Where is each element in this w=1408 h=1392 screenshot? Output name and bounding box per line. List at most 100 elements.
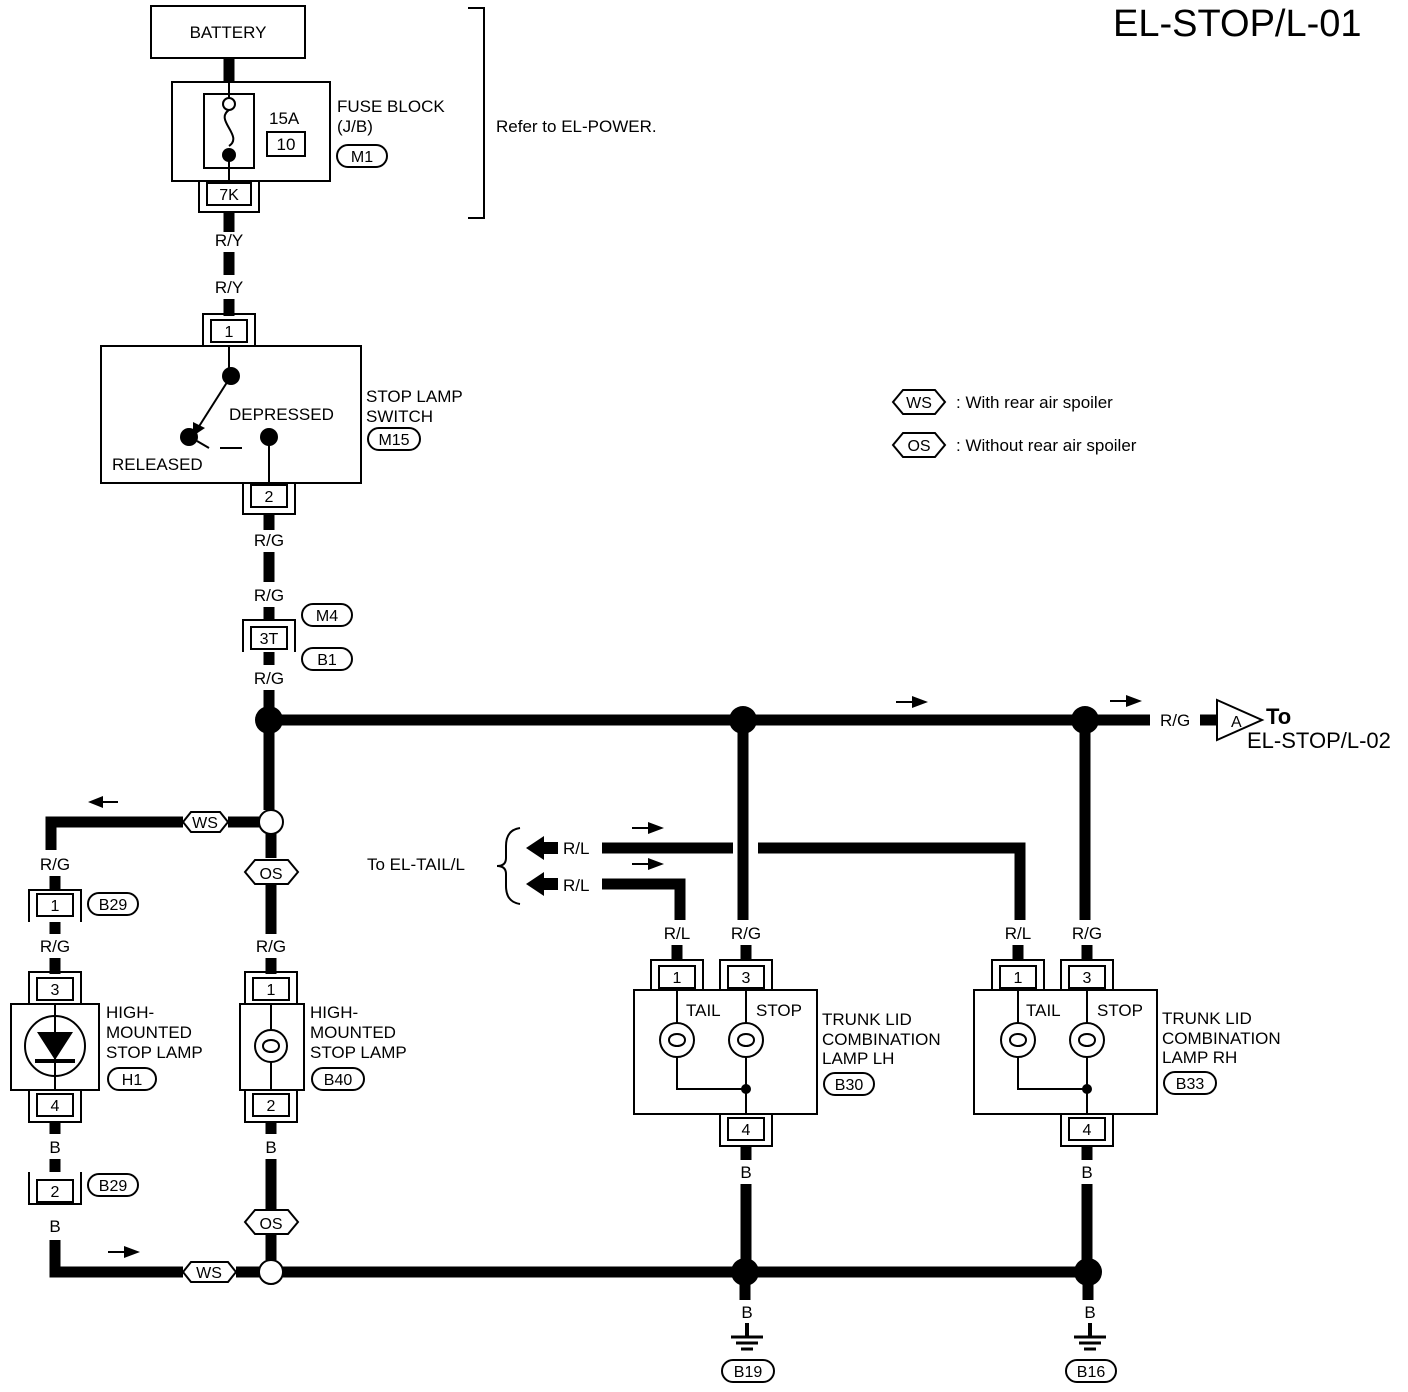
wire-label-rg-2: R/G bbox=[254, 586, 284, 605]
joint-conn-bot: B1 bbox=[317, 652, 337, 669]
b29-bot-pin: 2 bbox=[51, 1184, 60, 1201]
rh-pin-tail: 1 bbox=[1014, 970, 1023, 987]
h1-name-1: HIGH- bbox=[106, 1003, 154, 1022]
tail-bracket bbox=[496, 827, 521, 905]
stop-lamp-switch: 1 DEPRESSED RELEASED 2 STOP LAMP SWITCH … bbox=[100, 313, 463, 515]
offpage-letter: A bbox=[1231, 714, 1242, 731]
lh-stop-label: STOP bbox=[756, 1001, 802, 1020]
wire-label-rl-2: R/L bbox=[563, 876, 589, 895]
hm-stop-lamp-os: 1 2 HIGH- MOUNTED STOP LAMP B40 bbox=[239, 971, 407, 1123]
wire-label-rg-lh: R/G bbox=[731, 924, 761, 943]
legend: WS : With rear air spoiler OS : Without … bbox=[891, 389, 1137, 458]
flow-arrow-ws-top bbox=[88, 796, 118, 808]
option-node-bot bbox=[258, 1259, 284, 1285]
lh-name-1: TRUNK LID bbox=[822, 1010, 912, 1029]
h1-pin-in: 3 bbox=[51, 982, 60, 999]
rh-conn: B33 bbox=[1176, 1076, 1205, 1093]
h1-conn: H1 bbox=[122, 1072, 143, 1089]
wire-ws-top-2 bbox=[45, 816, 183, 850]
flow-arrow-ws-bot bbox=[108, 1246, 140, 1258]
b40-name-1: HIGH- bbox=[310, 1003, 358, 1022]
page-title: EL-STOP/L-01 bbox=[1113, 3, 1362, 45]
connector-b29-bot: 2 B29 bbox=[28, 1172, 139, 1205]
connector-b29-top: 1 B29 bbox=[28, 889, 139, 922]
battery: BATTERY bbox=[150, 5, 306, 59]
rh-pin-gnd: 4 bbox=[1083, 1122, 1092, 1139]
switch-pin-2: 2 bbox=[265, 489, 274, 506]
ws-badge-bot: WS bbox=[181, 1261, 238, 1283]
wire-label-b-lh: B bbox=[740, 1163, 751, 1182]
ground-lh: B19 bbox=[721, 1323, 775, 1383]
fuse-block-conn: M1 bbox=[351, 149, 373, 166]
switch-name2: SWITCH bbox=[366, 407, 433, 426]
wire-ws-b-3 bbox=[49, 1240, 183, 1278]
lh-name-2: COMBINATION bbox=[822, 1030, 941, 1049]
lh-pin-stop: 3 bbox=[742, 970, 751, 987]
wire-label-b-os: B bbox=[265, 1138, 276, 1157]
fuse-number: 10 bbox=[277, 135, 296, 154]
os-badge-bot: OS bbox=[243, 1209, 300, 1235]
lh-tail-label: TAIL bbox=[686, 1001, 721, 1020]
wire-label-rl-1: R/L bbox=[563, 839, 589, 858]
wire-label-rg-1: R/G bbox=[254, 531, 284, 550]
h1-name-3: STOP LAMP bbox=[106, 1043, 203, 1062]
refer-bracket bbox=[468, 7, 485, 219]
rh-name-1: TRUNK LID bbox=[1162, 1009, 1252, 1028]
flow-arrow-offpage bbox=[1110, 695, 1142, 707]
hm-stop-lamp-ws: 3 4 HIGH- MOUNTED STOP LAMP H1 bbox=[10, 971, 203, 1123]
b29-top-pin: 1 bbox=[51, 898, 60, 915]
os-badge-top-label: OS bbox=[259, 866, 282, 883]
b40-conn: B40 bbox=[324, 1072, 353, 1089]
joint-pin: 3T bbox=[260, 631, 279, 648]
switch-name: STOP LAMP bbox=[366, 387, 463, 406]
wire-label-ry-1: R/Y bbox=[215, 231, 243, 250]
b29-bot-conn: B29 bbox=[99, 1178, 128, 1195]
offpage-to: To bbox=[1266, 704, 1291, 729]
wire-label-gnd-lh: B bbox=[741, 1303, 752, 1322]
h1-pin-out: 4 bbox=[51, 1098, 60, 1115]
rh-pin-stop: 3 bbox=[1083, 970, 1092, 987]
b29-top-conn: B29 bbox=[99, 897, 128, 914]
battery-label: BATTERY bbox=[190, 23, 267, 42]
b40-name-2: MOUNTED bbox=[310, 1023, 396, 1042]
trunk-lamp-lh: 1 3 TAIL STOP 4 TRUNK LID COMBINATION LA… bbox=[633, 959, 941, 1147]
b40-pin-in: 1 bbox=[267, 982, 276, 999]
ground-rh-conn: B16 bbox=[1077, 1364, 1106, 1381]
joint-conn-top: M4 bbox=[316, 608, 338, 625]
flow-arrow-rl-2 bbox=[632, 858, 664, 870]
tail-arrow-1 bbox=[526, 836, 544, 860]
wire-label-rg-ws-2: R/G bbox=[40, 937, 70, 956]
rh-tail-label: TAIL bbox=[1026, 1001, 1061, 1020]
wire-label-rg-rh: R/G bbox=[1072, 924, 1102, 943]
wire-label-ry-2: R/Y bbox=[215, 278, 243, 297]
rh-name-2: COMBINATION bbox=[1162, 1029, 1281, 1048]
joint-connector-3t: 3T M4 B1 bbox=[242, 603, 353, 671]
fuse-block-name: FUSE BLOCK bbox=[337, 97, 445, 116]
tail-arrow-2 bbox=[526, 872, 544, 896]
b40-pin-out: 2 bbox=[267, 1098, 276, 1115]
ws-badge-bot-label: WS bbox=[196, 1265, 222, 1282]
rh-stop-label: STOP bbox=[1097, 1001, 1143, 1020]
wire-rl-bot bbox=[602, 878, 686, 920]
lh-conn: B30 bbox=[835, 1077, 864, 1094]
wire-label-rl-lh: R/L bbox=[664, 924, 690, 943]
refer-note: Refer to EL-POWER. bbox=[496, 117, 657, 136]
legend-os-text: : Without rear air spoiler bbox=[956, 436, 1137, 455]
trunk-lamp-rh: 1 3 TAIL STOP 4 TRUNK LID COMBINATION LA… bbox=[973, 959, 1281, 1147]
legend-ws-code: WS bbox=[906, 395, 932, 412]
tail-ref: To EL-TAIL/L bbox=[367, 855, 465, 874]
fuse-rating: 15A bbox=[269, 109, 300, 128]
wire-label-rg-offpage: R/G bbox=[1160, 711, 1190, 730]
fuse-block: 15A 10 7K FUSE BLOCK (J/B) M1 bbox=[171, 81, 445, 213]
legend-os-code: OS bbox=[907, 438, 930, 455]
ws-badge-top: WS bbox=[181, 811, 230, 833]
lh-name-3: LAMP LH bbox=[822, 1049, 894, 1068]
option-node-top bbox=[258, 809, 284, 835]
wire-label-rl-rh: R/L bbox=[1005, 924, 1031, 943]
wire-label-rg-os: R/G bbox=[256, 937, 286, 956]
lh-pin-gnd: 4 bbox=[742, 1122, 751, 1139]
wire-label-b-ws-2: B bbox=[49, 1217, 60, 1236]
rh-name-3: LAMP RH bbox=[1162, 1048, 1237, 1067]
switch-state-released: RELEASED bbox=[112, 455, 203, 474]
